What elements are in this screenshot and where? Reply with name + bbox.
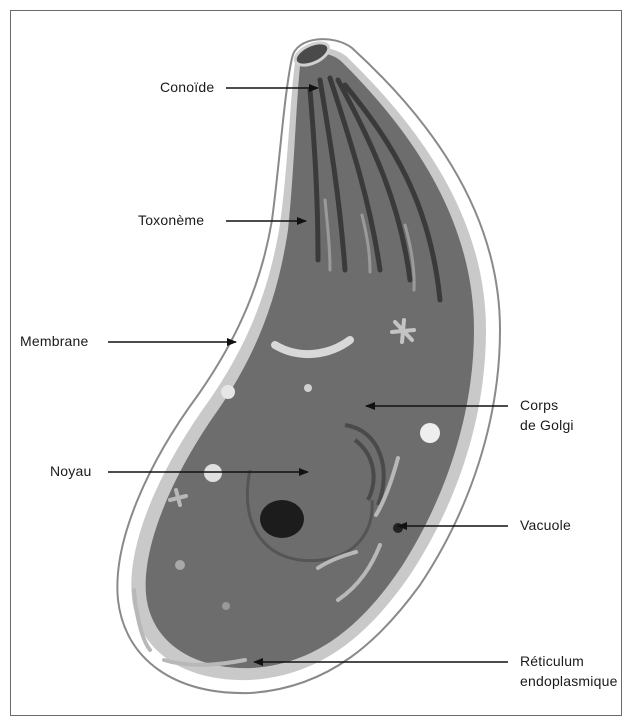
- nucleus: [260, 500, 304, 538]
- vacuole-dark: [393, 523, 403, 533]
- label-vacuole: Vacuole: [520, 516, 571, 534]
- label-corps-golgi-line1: Corps: [520, 396, 558, 414]
- vacuole-small-2: [204, 464, 222, 482]
- label-toxoneme: Toxonème: [138, 211, 204, 229]
- vacuole-small-3: [420, 423, 440, 443]
- label-noyau: Noyau: [50, 462, 91, 480]
- label-corps-golgi-line2: de Golgi: [520, 416, 574, 434]
- label-conoide: Conoïde: [160, 78, 214, 96]
- label-membrane: Membrane: [20, 332, 89, 350]
- label-reticulum-line1: Réticulum: [520, 652, 584, 670]
- vacuole-small-1: [221, 385, 235, 399]
- label-reticulum-line2: endoplasmique: [520, 672, 618, 690]
- vacuole-small-4: [304, 384, 312, 392]
